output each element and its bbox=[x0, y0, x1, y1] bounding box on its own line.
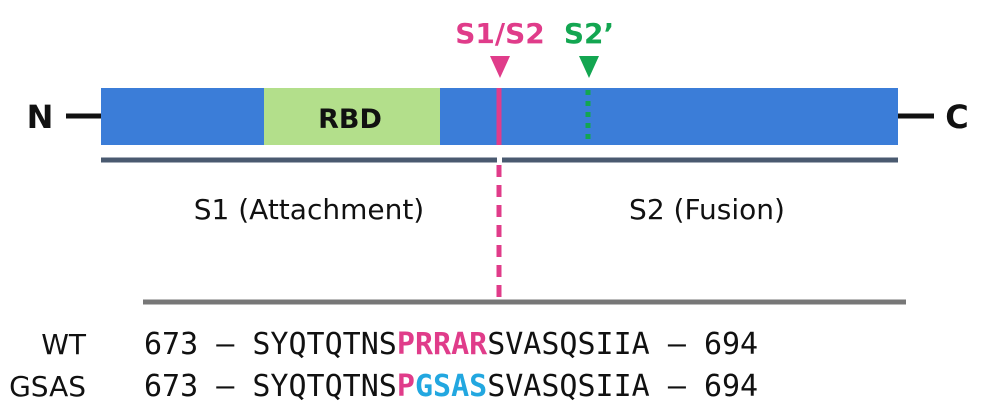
sequence-text: 673 – SYQTQTNSPGSASSVASQSIIA – 694 bbox=[144, 369, 758, 404]
sequence-row-wt: WT 673 – SYQTQTNSPRRARSVASQSIIA – 694 bbox=[41, 327, 758, 362]
sequence-prefix: SYQTQTNS bbox=[252, 369, 397, 404]
site-residue: A bbox=[451, 369, 469, 404]
sequence-end: 694 bbox=[704, 327, 758, 362]
site-residue: R bbox=[469, 327, 488, 362]
sequence-row-gsas: GSAS 673 – SYQTQTNSPGSASSVASQSIIA – 694 bbox=[9, 369, 758, 404]
n-terminus-label: N bbox=[27, 98, 54, 136]
site-residue: S bbox=[469, 369, 487, 404]
sequence-dash: – bbox=[216, 327, 235, 362]
s1s2-label: S1/S2 bbox=[455, 17, 545, 50]
site-residue: R bbox=[415, 327, 434, 362]
sequence-start: 673 bbox=[144, 369, 198, 404]
site-residue: S bbox=[433, 369, 451, 404]
s1s2-arrow-icon bbox=[490, 56, 510, 78]
s1-domain-label: S1 (Attachment) bbox=[194, 193, 424, 226]
site-residue: G bbox=[415, 369, 433, 404]
sequence-dash: – bbox=[216, 369, 235, 404]
rbd-label: RBD bbox=[318, 104, 382, 135]
sequence-end: 694 bbox=[704, 369, 758, 404]
sequence-suffix: SVASQSIIA bbox=[487, 369, 650, 404]
site-residue: P bbox=[397, 369, 415, 404]
site-residue: A bbox=[451, 327, 469, 362]
sequence-start: 673 bbox=[144, 327, 198, 362]
sequence-dash: – bbox=[668, 327, 687, 362]
sequence-suffix: SVASQSIIA bbox=[487, 327, 650, 362]
site-residue: P bbox=[397, 327, 415, 362]
sequence-name: GSAS bbox=[9, 370, 86, 403]
sequence-name: WT bbox=[41, 328, 87, 361]
site-residue: R bbox=[433, 327, 452, 362]
rbd-domain bbox=[264, 88, 440, 145]
s2prime-arrow-icon bbox=[579, 56, 599, 78]
c-terminus-label: C bbox=[945, 98, 968, 136]
s2prime-label: S2’ bbox=[564, 17, 614, 50]
s2-domain-label: S2 (Fusion) bbox=[629, 193, 785, 226]
sequence-prefix: SYQTQTNS bbox=[252, 327, 397, 362]
sequence-dash: – bbox=[668, 369, 687, 404]
sequence-text: 673 – SYQTQTNSPRRARSVASQSIIA – 694 bbox=[144, 327, 758, 362]
